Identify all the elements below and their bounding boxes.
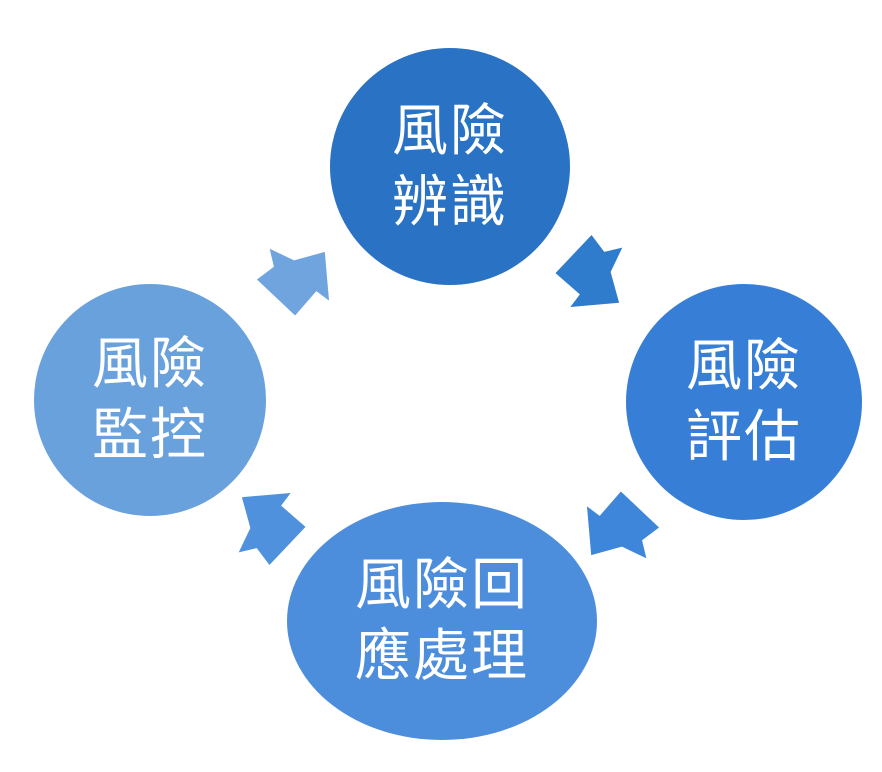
cycle-node-risk-assessment: 風險 評估 [626,284,862,520]
cycle-node-risk-identification: 風險 辨識 [330,48,570,285]
cycle-node-risk-monitoring: 風險 監控 [34,284,266,516]
cycle-arrow-monitoring-to-identification-icon [256,248,330,316]
label-line: 風險 [686,334,802,398]
cycle-node-label: 風險 辨識 [392,96,508,237]
label-line: 風險 [92,332,208,396]
cycle-arrow-assessment-to-response-icon [586,491,660,559]
label-line: 監控 [92,403,208,466]
label-line: 辨識 [392,169,508,233]
label-line: 評估 [686,405,802,468]
cycle-node-label: 風險回 應處理 [355,550,529,691]
cycle-node-label: 風險 評估 [686,331,802,472]
label-line: 應處理 [355,624,529,687]
label-line: 風險回 [355,553,529,617]
label-line: 風險 [392,98,508,162]
cycle-node-label: 風險 監控 [92,329,208,470]
cycle-node-risk-response: 風險回 應處理 [287,502,597,740]
cycle-arrow-identification-to-assessment-icon [555,234,623,308]
cycle-arrow-response-to-monitoring-icon [238,492,306,566]
